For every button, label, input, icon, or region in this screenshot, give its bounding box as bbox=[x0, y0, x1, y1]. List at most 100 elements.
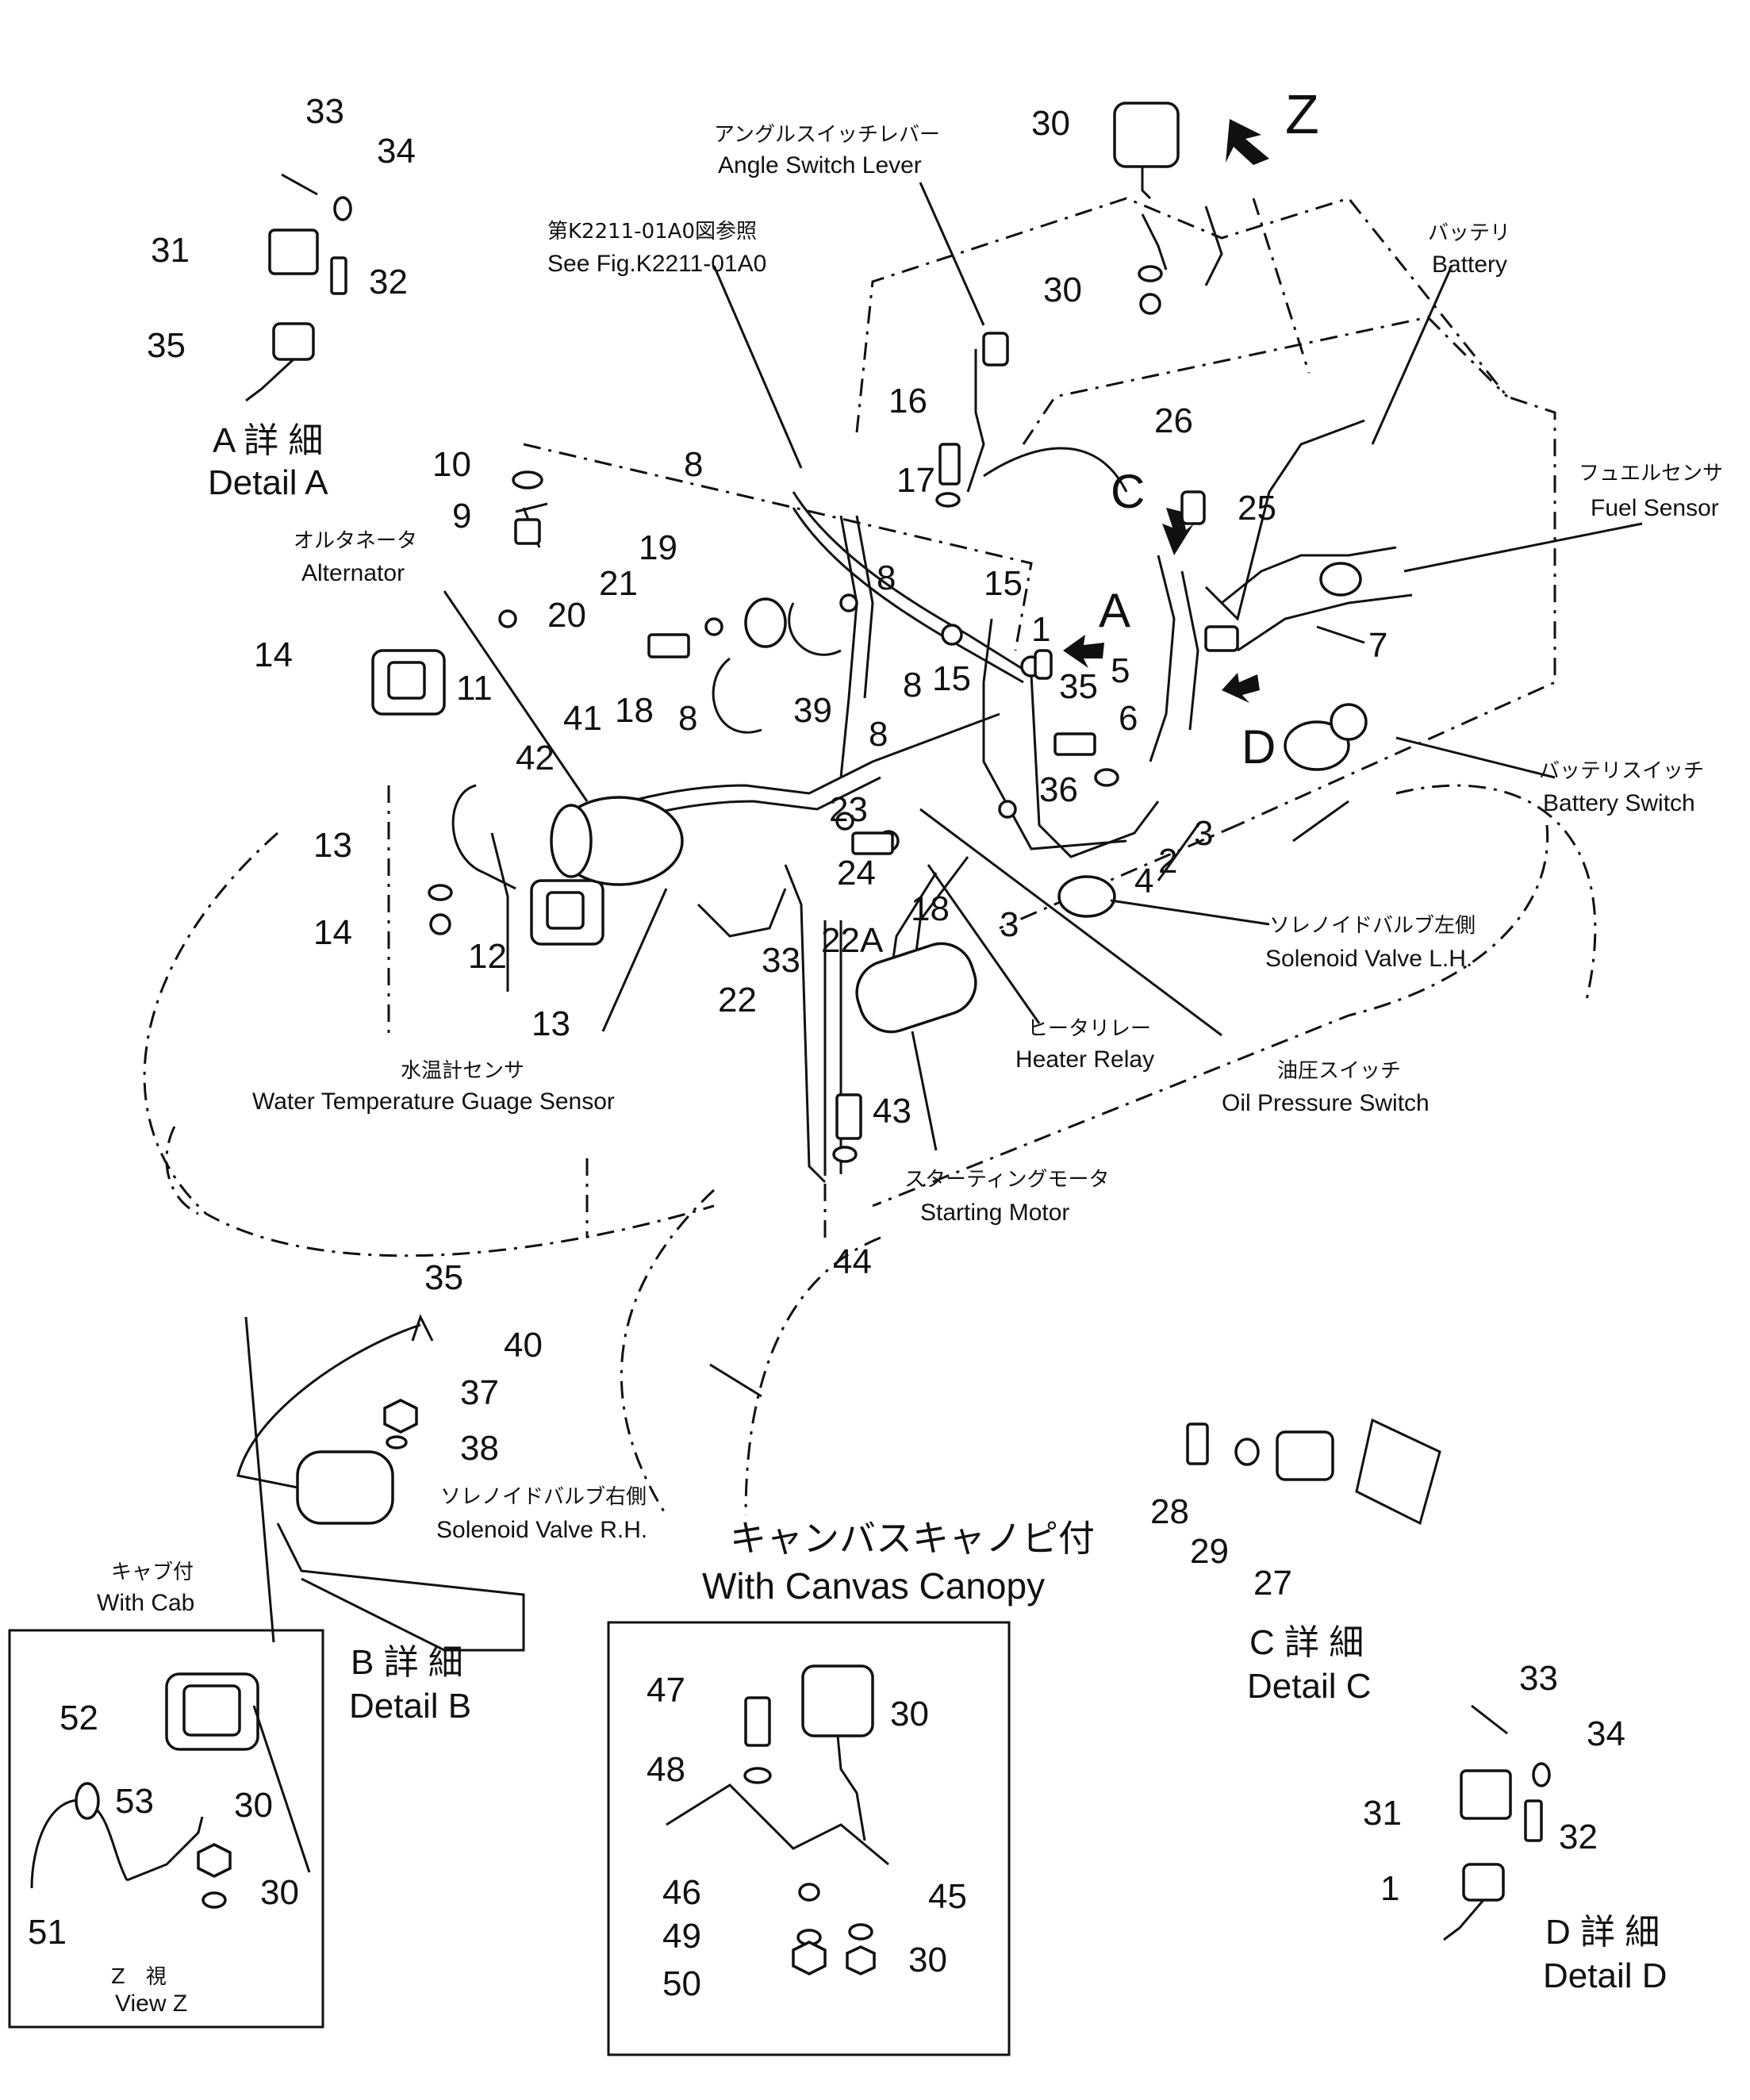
part-number-labels: 1 2 3 3 4 5 6 7 8 8 8 8 8 9 10 11 12 13 … bbox=[28, 92, 1625, 2003]
part-number: 16 bbox=[888, 382, 927, 420]
part-number: 53 bbox=[115, 1782, 154, 1821]
starting-motor-label-en: Starting Motor bbox=[920, 1200, 1069, 1226]
part-number: 31 bbox=[1363, 1794, 1402, 1833]
part-number: 50 bbox=[662, 1964, 701, 2003]
water-temp-label-jp: 水温計センサ bbox=[401, 1059, 524, 1083]
washer-44 bbox=[832, 1146, 858, 1163]
components bbox=[371, 102, 1368, 1184]
part-number: 24 bbox=[837, 854, 876, 893]
work-lamp-30-top bbox=[1113, 102, 1180, 168]
bolt-5 bbox=[1053, 732, 1096, 756]
part-number: 20 bbox=[547, 596, 586, 635]
part-46 bbox=[798, 1883, 820, 1902]
bolt-33-a bbox=[281, 173, 318, 196]
part-number: 44 bbox=[833, 1242, 872, 1281]
arrow-a bbox=[1063, 635, 1104, 668]
part-number: 13 bbox=[532, 1004, 570, 1043]
solenoid-lh-label-en: Solenoid Valve L.H. bbox=[1265, 946, 1472, 972]
alternator-label-en: Alternator bbox=[301, 560, 405, 586]
part-number: 28 bbox=[1150, 1492, 1189, 1531]
part-number: 5 bbox=[1111, 651, 1130, 690]
part-number: 13 bbox=[313, 826, 352, 865]
bolt-16 bbox=[938, 443, 961, 486]
part-number: 30 bbox=[260, 1873, 299, 1912]
arrow-d bbox=[1222, 673, 1260, 703]
part-number: 32 bbox=[1559, 1818, 1598, 1856]
part-number: 35 bbox=[1059, 667, 1098, 706]
battery-switch bbox=[1284, 720, 1350, 771]
heater-relay-label-jp: ヒータリレー bbox=[1027, 1017, 1151, 1041]
bolt-33-d bbox=[1471, 1704, 1508, 1735]
relay-31-d bbox=[1460, 1769, 1512, 1820]
solenoid-lh-label-jp: ソレノイドバルブ左側 bbox=[1269, 914, 1476, 938]
part-number: 18 bbox=[911, 889, 950, 928]
fuel-sensor-label-jp: フュエルセンサ bbox=[1579, 462, 1723, 486]
part-number: 29 bbox=[1190, 1532, 1229, 1571]
part-number: 49 bbox=[662, 1917, 701, 1956]
heater-relay-19 bbox=[744, 597, 787, 648]
detail-b-drawing bbox=[236, 1314, 525, 1652]
part-number: 42 bbox=[516, 739, 555, 777]
part-number: 30 bbox=[1043, 271, 1082, 309]
solenoid-valve-lh bbox=[1057, 875, 1116, 918]
bolt-43 bbox=[835, 1093, 862, 1140]
washer-34-a bbox=[333, 196, 352, 221]
part-number: 35 bbox=[147, 326, 186, 365]
starting-motor-label-jp: スターティングモータ bbox=[904, 1168, 1109, 1192]
part-number: 22A bbox=[821, 921, 884, 960]
bolt-20 bbox=[647, 633, 690, 658]
part-number: 41 bbox=[563, 699, 602, 738]
washer-34-d bbox=[1532, 1762, 1551, 1787]
canopy-lamp-30 bbox=[801, 1664, 874, 1737]
arrow-c bbox=[1162, 508, 1194, 555]
detail-a-drawing bbox=[245, 173, 352, 402]
battery-switch-label-jp: バッテリスイッチ bbox=[1539, 759, 1704, 783]
bracket-32-a bbox=[330, 256, 347, 295]
view-letter-a: A bbox=[1099, 584, 1130, 637]
part-number: 8 bbox=[869, 715, 888, 754]
part-number: 4 bbox=[1134, 862, 1153, 900]
washer-17 bbox=[935, 492, 961, 508]
washer-29 bbox=[1234, 1438, 1260, 1466]
part-number: 33 bbox=[1519, 1659, 1558, 1698]
leader-lines bbox=[244, 182, 1643, 1643]
part-number: 8 bbox=[877, 559, 896, 597]
connector-35-a bbox=[272, 322, 315, 361]
solenoid-rh-label-jp: ソレノイドバルブ右側 bbox=[440, 1485, 647, 1509]
part-number: 21 bbox=[599, 564, 638, 603]
oil-pressure-switch-27 bbox=[1276, 1430, 1334, 1481]
angle-switch-label-en: Angle Switch Lever bbox=[718, 152, 922, 179]
part-number: 18 bbox=[615, 691, 654, 730]
part-number: 11 bbox=[456, 669, 493, 708]
fuel-sensor bbox=[1319, 562, 1362, 597]
part-number: 15 bbox=[984, 564, 1023, 603]
part-number: 51 bbox=[28, 1913, 67, 1952]
part-number: 40 bbox=[504, 1326, 543, 1365]
part-number: 36 bbox=[1039, 770, 1078, 809]
part-number: 17 bbox=[896, 461, 935, 500]
part-number: 35 bbox=[424, 1258, 463, 1297]
part-number: 48 bbox=[647, 1750, 685, 1789]
starting-motor bbox=[855, 942, 977, 1034]
part-number: 15 bbox=[932, 659, 971, 698]
detail-a-title-jp: A 詳 細 bbox=[213, 421, 323, 460]
part-number: 39 bbox=[793, 691, 832, 730]
view-letters: Z A C D bbox=[1099, 83, 1319, 774]
detail-b-title-en: Detail B bbox=[349, 1687, 471, 1726]
part-number: 43 bbox=[873, 1092, 911, 1131]
oil-pressure-label-en: Oil Pressure Switch bbox=[1222, 1090, 1430, 1116]
nut-37 bbox=[383, 1399, 418, 1434]
part-number: 1 bbox=[1031, 610, 1050, 649]
part-number: 47 bbox=[647, 1671, 685, 1710]
part-number: 14 bbox=[254, 635, 293, 674]
part-number: 46 bbox=[662, 1873, 701, 1912]
detail-b-title-jp: B 詳 細 bbox=[351, 1643, 463, 1682]
bracket-32-d bbox=[1524, 1799, 1543, 1842]
canopy-label-jp: キャンバスキャノピ付 bbox=[730, 1518, 1095, 1559]
alternator-label-jp: オルタネータ bbox=[294, 529, 417, 553]
part-number: 3 bbox=[1000, 905, 1019, 944]
angle-switch-label-jp: アングルスイッチレバー bbox=[714, 123, 940, 147]
part-number: 7 bbox=[1368, 626, 1387, 665]
part-number: 33 bbox=[305, 92, 344, 131]
